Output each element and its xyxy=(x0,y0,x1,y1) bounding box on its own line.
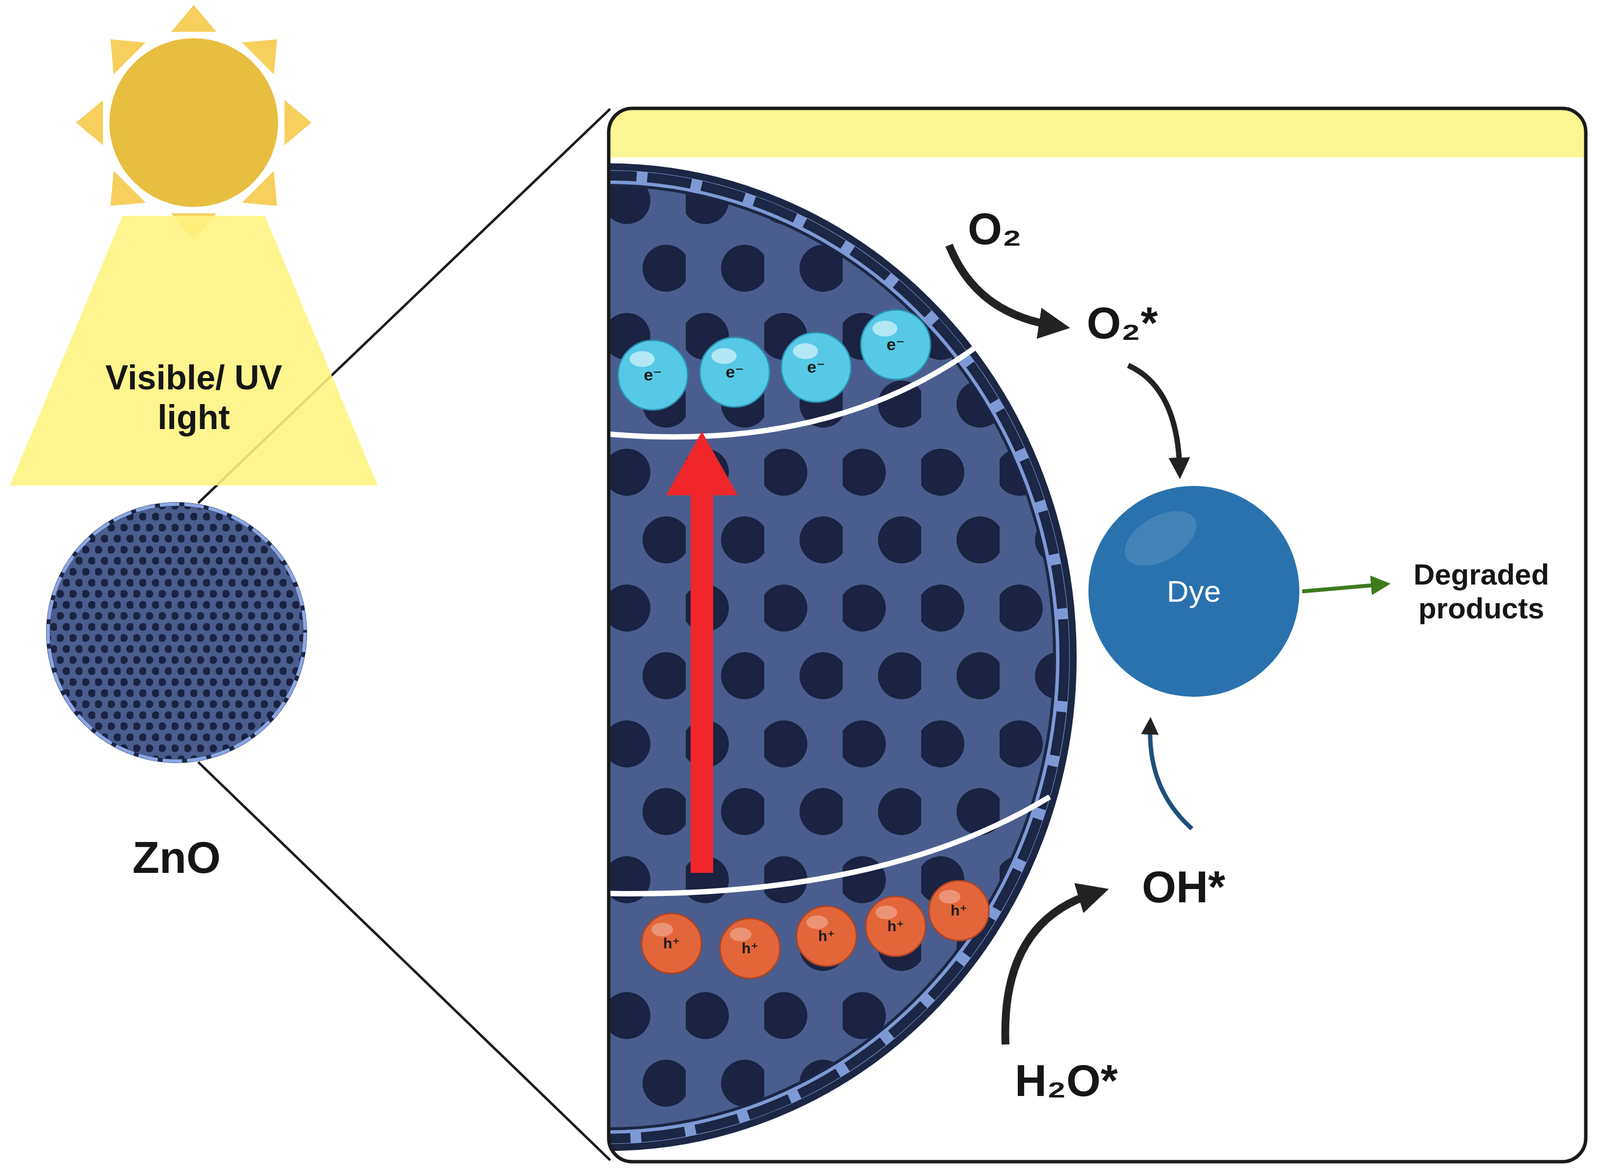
sun-ray xyxy=(171,4,217,32)
highlight xyxy=(711,348,737,364)
product-label: Degraded products xyxy=(1413,557,1550,626)
node-label: e⁻ xyxy=(807,357,826,377)
light-strip xyxy=(608,108,1586,158)
charge-ball xyxy=(781,332,852,403)
sun-disc xyxy=(109,38,279,207)
excitation-arrowhead xyxy=(666,431,738,496)
zno-particle-shape xyxy=(44,500,310,766)
node-label: Dye xyxy=(1166,573,1221,609)
highlight xyxy=(872,320,898,337)
electron: e⁻ xyxy=(780,331,852,404)
charge-ball xyxy=(641,913,702,974)
species-label: OH* xyxy=(1141,862,1226,914)
charge-ball xyxy=(720,918,780,979)
highlight xyxy=(806,915,828,930)
reaction-arrow xyxy=(1128,365,1180,469)
valence-band xyxy=(608,797,1050,894)
charge-ball xyxy=(929,880,989,941)
node-label: e⁻ xyxy=(725,362,745,382)
hole: h⁺ xyxy=(640,912,703,975)
reaction-arrow xyxy=(1005,893,1095,1045)
node-label: e⁻ xyxy=(886,335,905,355)
highlight xyxy=(938,890,961,904)
particle-label: ZnO xyxy=(132,832,221,884)
charge-ball xyxy=(699,337,770,408)
zno-particle: ZnO xyxy=(44,500,310,766)
light-beam-fill xyxy=(9,215,378,486)
highlight xyxy=(875,905,898,920)
dye-molecule: Dye xyxy=(1086,484,1301,699)
electron: e⁻ xyxy=(859,309,932,381)
charge-ball xyxy=(618,340,688,411)
species-label: O₂* xyxy=(1086,298,1158,350)
node-label: h⁺ xyxy=(663,935,680,953)
light-beam-shape xyxy=(9,215,378,486)
electron: e⁻ xyxy=(617,339,689,412)
product-arrow xyxy=(1302,584,1381,592)
highlight xyxy=(729,928,752,942)
zno-core xyxy=(48,504,306,762)
particle-core xyxy=(608,185,1055,1130)
node-label: e⁻ xyxy=(644,365,663,385)
electron: e⁻ xyxy=(698,336,771,409)
hole: h⁺ xyxy=(719,917,781,980)
sun-ray xyxy=(76,100,104,146)
species-label: O₂ xyxy=(967,204,1022,256)
zoom-line xyxy=(198,762,611,1161)
hole: h⁺ xyxy=(864,895,927,958)
excitation-arrow xyxy=(690,492,714,874)
light-beam: Visible/ UV light xyxy=(9,215,378,486)
highlight xyxy=(651,923,673,937)
light-label: Visible/ UV light xyxy=(102,358,286,438)
zno-shell xyxy=(48,504,306,762)
species-label: H₂O* xyxy=(1014,1056,1118,1108)
hole: h⁺ xyxy=(795,905,858,968)
node-label: h⁺ xyxy=(741,940,759,958)
shell-dashes xyxy=(608,175,1065,1139)
charge-ball xyxy=(860,309,931,380)
charge-ball xyxy=(865,896,926,957)
highlight xyxy=(629,351,655,367)
node-label: h⁺ xyxy=(818,928,835,946)
highlight xyxy=(793,343,819,360)
hole: h⁺ xyxy=(928,879,990,942)
node-label: h⁺ xyxy=(887,918,904,936)
panel-border xyxy=(608,108,1586,1162)
sun-ray xyxy=(284,100,312,146)
dye-ball xyxy=(1088,486,1300,697)
node-label: h⁺ xyxy=(950,902,968,920)
reaction-arrow xyxy=(949,245,1055,326)
reaction-arrow xyxy=(1150,725,1192,829)
highlight xyxy=(1115,499,1206,578)
sun xyxy=(76,4,312,241)
charge-ball xyxy=(796,906,857,967)
